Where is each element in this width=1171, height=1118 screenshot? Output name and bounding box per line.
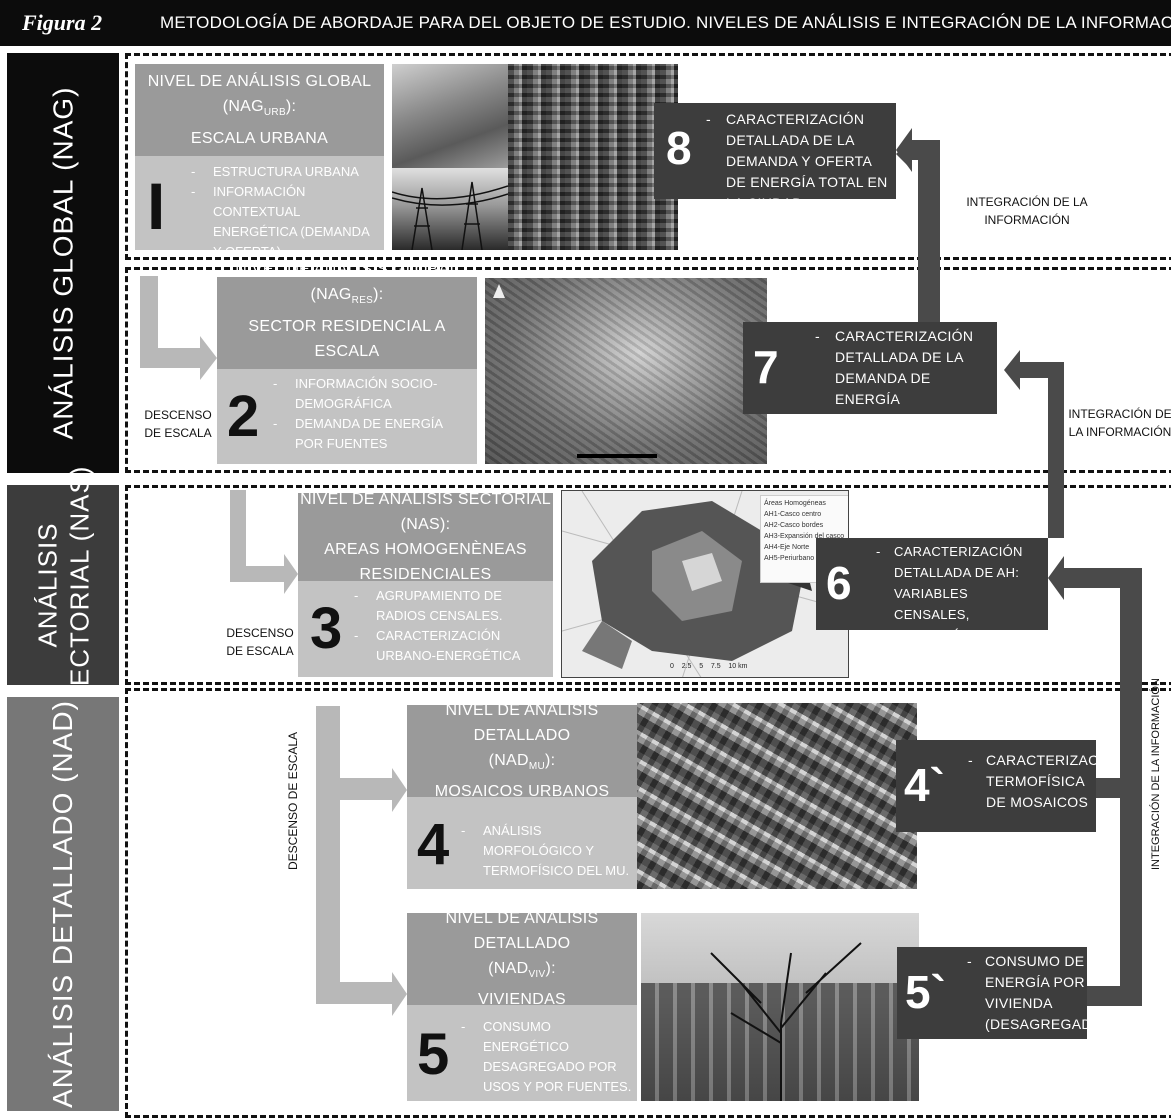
map-scale-labels: 0 2.5 5 7.5 10 km [670, 663, 748, 670]
arrow-4-connector [1096, 778, 1120, 798]
city-aerial-photo [508, 64, 678, 250]
result-8-number: 8 [666, 122, 692, 174]
level-2-items: -INFORMACIÓN SOCIO-DEMOGRÁFICA -DEMANDA … [273, 376, 443, 451]
arrow-7-to-8 [896, 128, 940, 322]
result-8-text: -CARACTERIZACIÓN DETALLADA DE LA DEMANDA… [706, 111, 888, 211]
power-lines-photo [392, 168, 508, 250]
map-scale-bar [577, 454, 657, 458]
level-4-number: 4 [417, 812, 450, 877]
level-2-title: NIVEL DE ANÁLISIS GLOBAL (NAGRES): SECTO… [217, 261, 477, 385]
descent-note-3: DESCENSO DE ESCALA [226, 626, 294, 658]
level-5-body: 5 -CONSUMO ENERGÉTICO DESAGREGADO POR US… [407, 1005, 637, 1101]
result-6: 6 -CARACTERIZACIÓN DETALLADA DE AH: VARI… [816, 538, 1048, 706]
figure-title: METODOLOGÍA DE ABORDAJE PARA DEL OBJETO … [160, 13, 1171, 32]
result-7: 7 -CARACTERIZACIÓN DETALLADA DE LA DEMAN… [743, 322, 997, 428]
result-5prime-number: 5` [905, 966, 946, 1018]
urban-mosaic-aerial-photo [637, 703, 917, 889]
header-bar [0, 0, 1171, 46]
level-1-items: -ESTRUCTURA URBANA -INFORMACIÓN CONTEXTU… [191, 164, 370, 259]
homogeneous-areas-map: Áreas Homogéneas AH1-Casco centro AH2-Ca… [561, 490, 849, 678]
descent-arrow-4-5 [316, 706, 407, 1016]
section-nag-res [125, 267, 1171, 473]
result-5prime: 5` -CONSUMO DE ENERGÍA POR VIVIENDA (DES… [897, 947, 1108, 1039]
integration-note-1: INTEGRACIÓN DE LA INFORMACIÓN [966, 195, 1088, 227]
level-3-title: NIVEL DE ANÁLISIS SECTORIAL (NAS): AREAS… [298, 491, 553, 583]
level-4-title: NIVEL DE ANÁLISIS DETALLADO (NADMU): MOS… [407, 702, 637, 800]
level-1-title: NIVEL DE ANÁLISIS GLOBAL (NAGURB): ESCAL… [135, 64, 384, 156]
result-6-text: -CARACTERIZACIÓN DETALLADA DE AH: VARIAB… [876, 544, 1023, 706]
section-nag-urb [125, 53, 1171, 260]
power-plant-photo [392, 64, 508, 168]
result-4prime-text: -CARACTERIZACIÓN TERMOFÍSICA DE MOSAICOS [968, 752, 1125, 810]
section-nas [125, 485, 1171, 685]
level-5-items: -CONSUMO ENERGÉTICO DESAGREGADO POR USOS… [461, 1019, 632, 1094]
level-1-number: I [147, 169, 166, 243]
descent-arrow-3 [230, 490, 298, 594]
side-label-nag: ANÁLISIS GLOBAL (NAG) [7, 53, 119, 473]
arrow-5-connector [1087, 986, 1120, 1006]
level-2-number: 2 [227, 384, 260, 449]
level-3-body: 3 -AGRUPAMIENTO DE RADIOS CENSALES. -CAR… [298, 581, 553, 677]
level-4-body: 4 -ANÁLISIS MORFOLÓGICO Y TERMOFÍSICO DE… [407, 797, 637, 889]
result-8: 8 -CARACTERIZACIÓN DETALLADA DE LA DEMAN… [654, 103, 896, 211]
level-1-body: I -ESTRUCTURA URBANA -INFORMACIÓN CONTEX… [135, 156, 384, 259]
arrow-4-5-to-6 [1048, 556, 1142, 1006]
arrow-6-to-7 [1004, 350, 1064, 538]
descent-arrow-2 [140, 276, 217, 380]
level-4-items: -ANÁLISIS MORFOLÓGICO Y TERMOFÍSICO DEL … [461, 823, 630, 878]
result-7-text: -CARACTERIZACIÓN DETALLADA DE LA DEMANDA… [815, 328, 981, 428]
north-arrow-icon [493, 284, 505, 298]
satellite-map [485, 278, 767, 464]
descent-note-2: DESCENSO DE ESCALA [144, 408, 212, 440]
integration-arrows [896, 128, 1142, 1006]
descent-note-4-5: DESCENSO DE ESCALA [286, 731, 300, 870]
result-4prime-number: 4` [904, 759, 945, 811]
result-7-number: 7 [753, 341, 779, 393]
integration-note-2: INTEGRACIÓN DE LA INFORMACIÓN [1068, 407, 1171, 439]
level-5-number: 5 [417, 1022, 450, 1087]
level-5-title: NIVEL DE ANÁLISIS DETALLADO (NADVIV): VI… [407, 910, 637, 1008]
level-2-body: 2 -INFORMACIÓN SOCIO-DEMOGRÁFICA -DEMAND… [217, 369, 477, 464]
figure-label: Figura 2 [22, 10, 103, 35]
level-3-number: 3 [310, 596, 343, 661]
result-4prime: 4` -CARACTERIZACIÓN TERMOFÍSICA DE MOSAI… [896, 740, 1125, 832]
result-6-number: 6 [826, 557, 852, 609]
result-5prime-text: -CONSUMO DE ENERGÍA POR VIVIENDA (DESAGR… [967, 953, 1108, 1032]
level-3-items: -AGRUPAMIENTO DE RADIOS CENSALES. -CARAC… [354, 588, 521, 663]
side-label-nad: ANÁLISIS DETALLADO (NAD) [7, 697, 119, 1111]
integration-note-3: INTEGRACIÓN DE LA INFORMACIÓN [1150, 678, 1162, 870]
house-facade-photo [641, 913, 919, 1101]
descent-arrows [140, 276, 407, 1016]
